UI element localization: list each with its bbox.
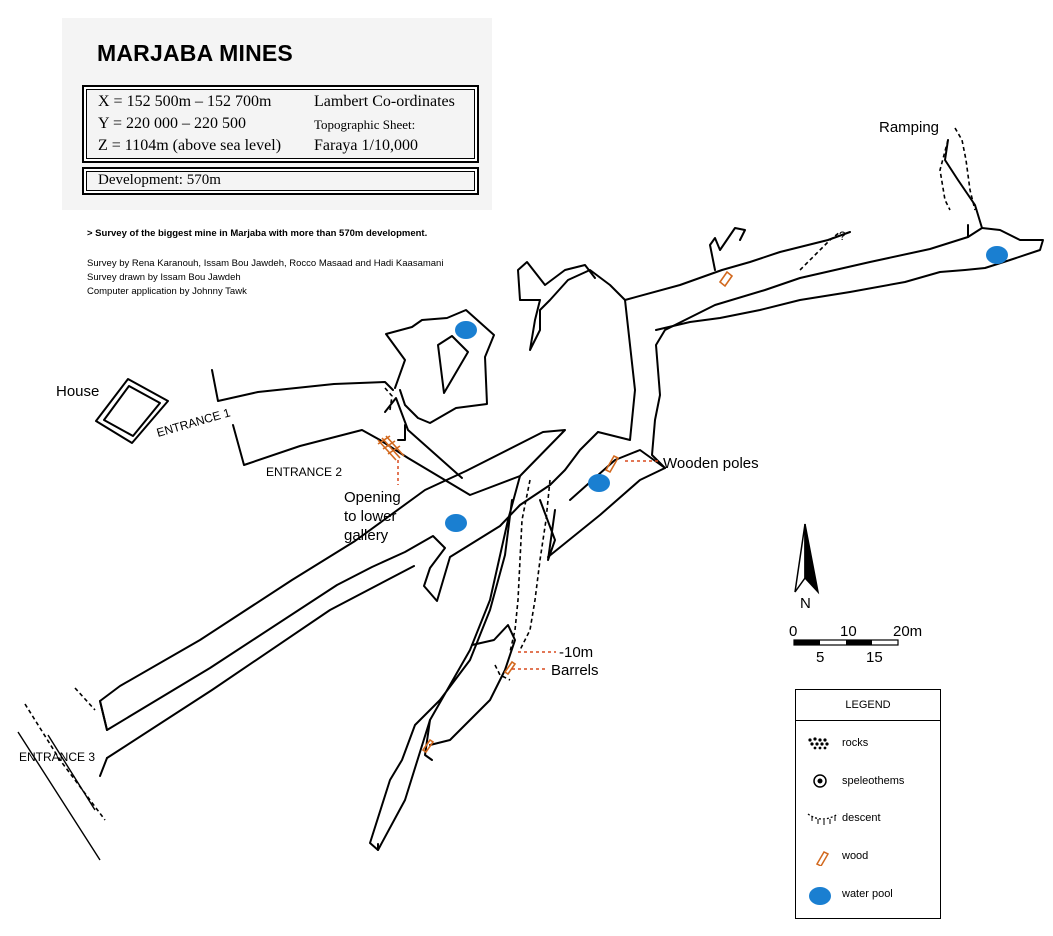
scale-label: 10 (840, 623, 857, 640)
wood-icon (815, 851, 830, 866)
wood-icon (604, 454, 620, 474)
descent-icon (807, 813, 839, 825)
survey-description: > Survey of the biggest mine in Marjaba … (87, 228, 428, 239)
water-pool-icon (455, 321, 477, 339)
house-outline (95, 378, 169, 444)
water-pool-icon (986, 246, 1008, 264)
scale-label: 5 (816, 649, 824, 666)
water-pool-icon (445, 514, 467, 532)
coord-y-label: Topographic Sheet: (314, 117, 416, 132)
coord-x-value: X = 152 500m – 152 700m (98, 93, 272, 110)
descent-line (519, 479, 551, 651)
water-pool-icon (588, 474, 610, 492)
label-entrance3: ENTRANCE 3 (19, 750, 95, 764)
coord-row-z: Z = 1104m (above sea level) Faraya 1/10,… (98, 137, 418, 155)
entrance1-wall (232, 424, 381, 466)
north-arrow-icon (794, 523, 820, 595)
development-box: Development: 570m (82, 167, 479, 195)
scale-label: 0 (789, 623, 797, 640)
wood-icon (421, 738, 435, 754)
label-ramping: Ramping (879, 119, 939, 136)
descent-line (799, 231, 841, 271)
coordinates-box: X = 152 500m – 152 700m Lambert Co-ordin… (82, 85, 479, 163)
label-minus10: -10m (559, 644, 593, 661)
coord-row-y: Y = 220 000 – 220 500 Topographic Sheet: (98, 115, 415, 133)
credit-line: Computer application by Johnny Tawk (87, 286, 247, 297)
credits: Survey by Rena Karanouh, Issam Bou Jawde… (87, 257, 443, 299)
title-panel (62, 18, 492, 210)
scale-bar (793, 639, 899, 646)
wood-icon (377, 435, 405, 461)
descent-line (74, 687, 96, 711)
legend-item-speleothems: speleothems (842, 775, 905, 787)
entrance1-wall (211, 369, 394, 402)
label-question: ? (839, 229, 846, 243)
legend-item-descent: descent (842, 812, 881, 824)
rocks-icon (808, 737, 829, 750)
coord-y-value: Y = 220 000 – 220 500 (98, 115, 246, 132)
label-entrance2: ENTRANCE 2 (266, 465, 342, 479)
legend-item-wood: wood (842, 850, 869, 862)
entrance2-wall (384, 397, 463, 479)
label-opening-2: to lower (344, 508, 397, 525)
north-branch-wall (517, 261, 636, 441)
water-pool-icon (809, 887, 831, 905)
upper-gallery-wall (385, 309, 495, 424)
label-wooden-poles: Wooden poles (663, 455, 759, 472)
map-title: MARJABA MINES (97, 40, 293, 66)
legend-item-water-pool: water pool (842, 888, 893, 900)
descent-line (939, 139, 951, 211)
label-entrance1: ENTRANCE 1 (155, 405, 232, 439)
wood-icon (718, 270, 734, 288)
coord-row-x: X = 152 500m – 152 700m Lambert Co-ordin… (98, 93, 455, 111)
north-label: N (800, 595, 811, 612)
coord-z-value: Z = 1104m (above sea level) (98, 137, 282, 154)
credit-line: Survey drawn by Issam Bou Jawdeh (87, 272, 241, 283)
descent-line (384, 387, 393, 411)
coord-x-label: Lambert Co-ordinates (314, 93, 455, 110)
credit-line: Survey by Rena Karanouh, Issam Bou Jawde… (87, 258, 444, 269)
coord-z-label: Faraya 1/10,000 (314, 137, 418, 154)
legend: LEGEND rocks speleothems descent wood wa… (795, 689, 941, 919)
descent-line (24, 703, 106, 821)
entrance3-wall (106, 565, 415, 759)
speleothems-icon (813, 774, 827, 788)
entrance3-line (47, 734, 96, 811)
central-gallery-wall (369, 475, 521, 851)
legend-item-rocks: rocks (842, 737, 869, 749)
label-opening-1: Opening (344, 489, 401, 506)
wood-icon (503, 660, 517, 676)
descent-line (494, 664, 511, 681)
southwest-gallery-wall (99, 429, 599, 731)
descent-line (509, 479, 531, 653)
pillar (437, 335, 469, 394)
entrance3-line (17, 731, 101, 861)
scale-label: 20m (893, 623, 922, 640)
scale-label: 15 (866, 649, 883, 666)
label-barrels: Barrels (551, 662, 599, 679)
water-pools (445, 246, 1008, 532)
legend-title: LEGEND (796, 690, 940, 721)
label-opening-3: gallery (344, 527, 389, 544)
label-house: House (56, 383, 99, 400)
development-text: Development: 570m (98, 172, 221, 188)
descent-line (954, 127, 976, 211)
